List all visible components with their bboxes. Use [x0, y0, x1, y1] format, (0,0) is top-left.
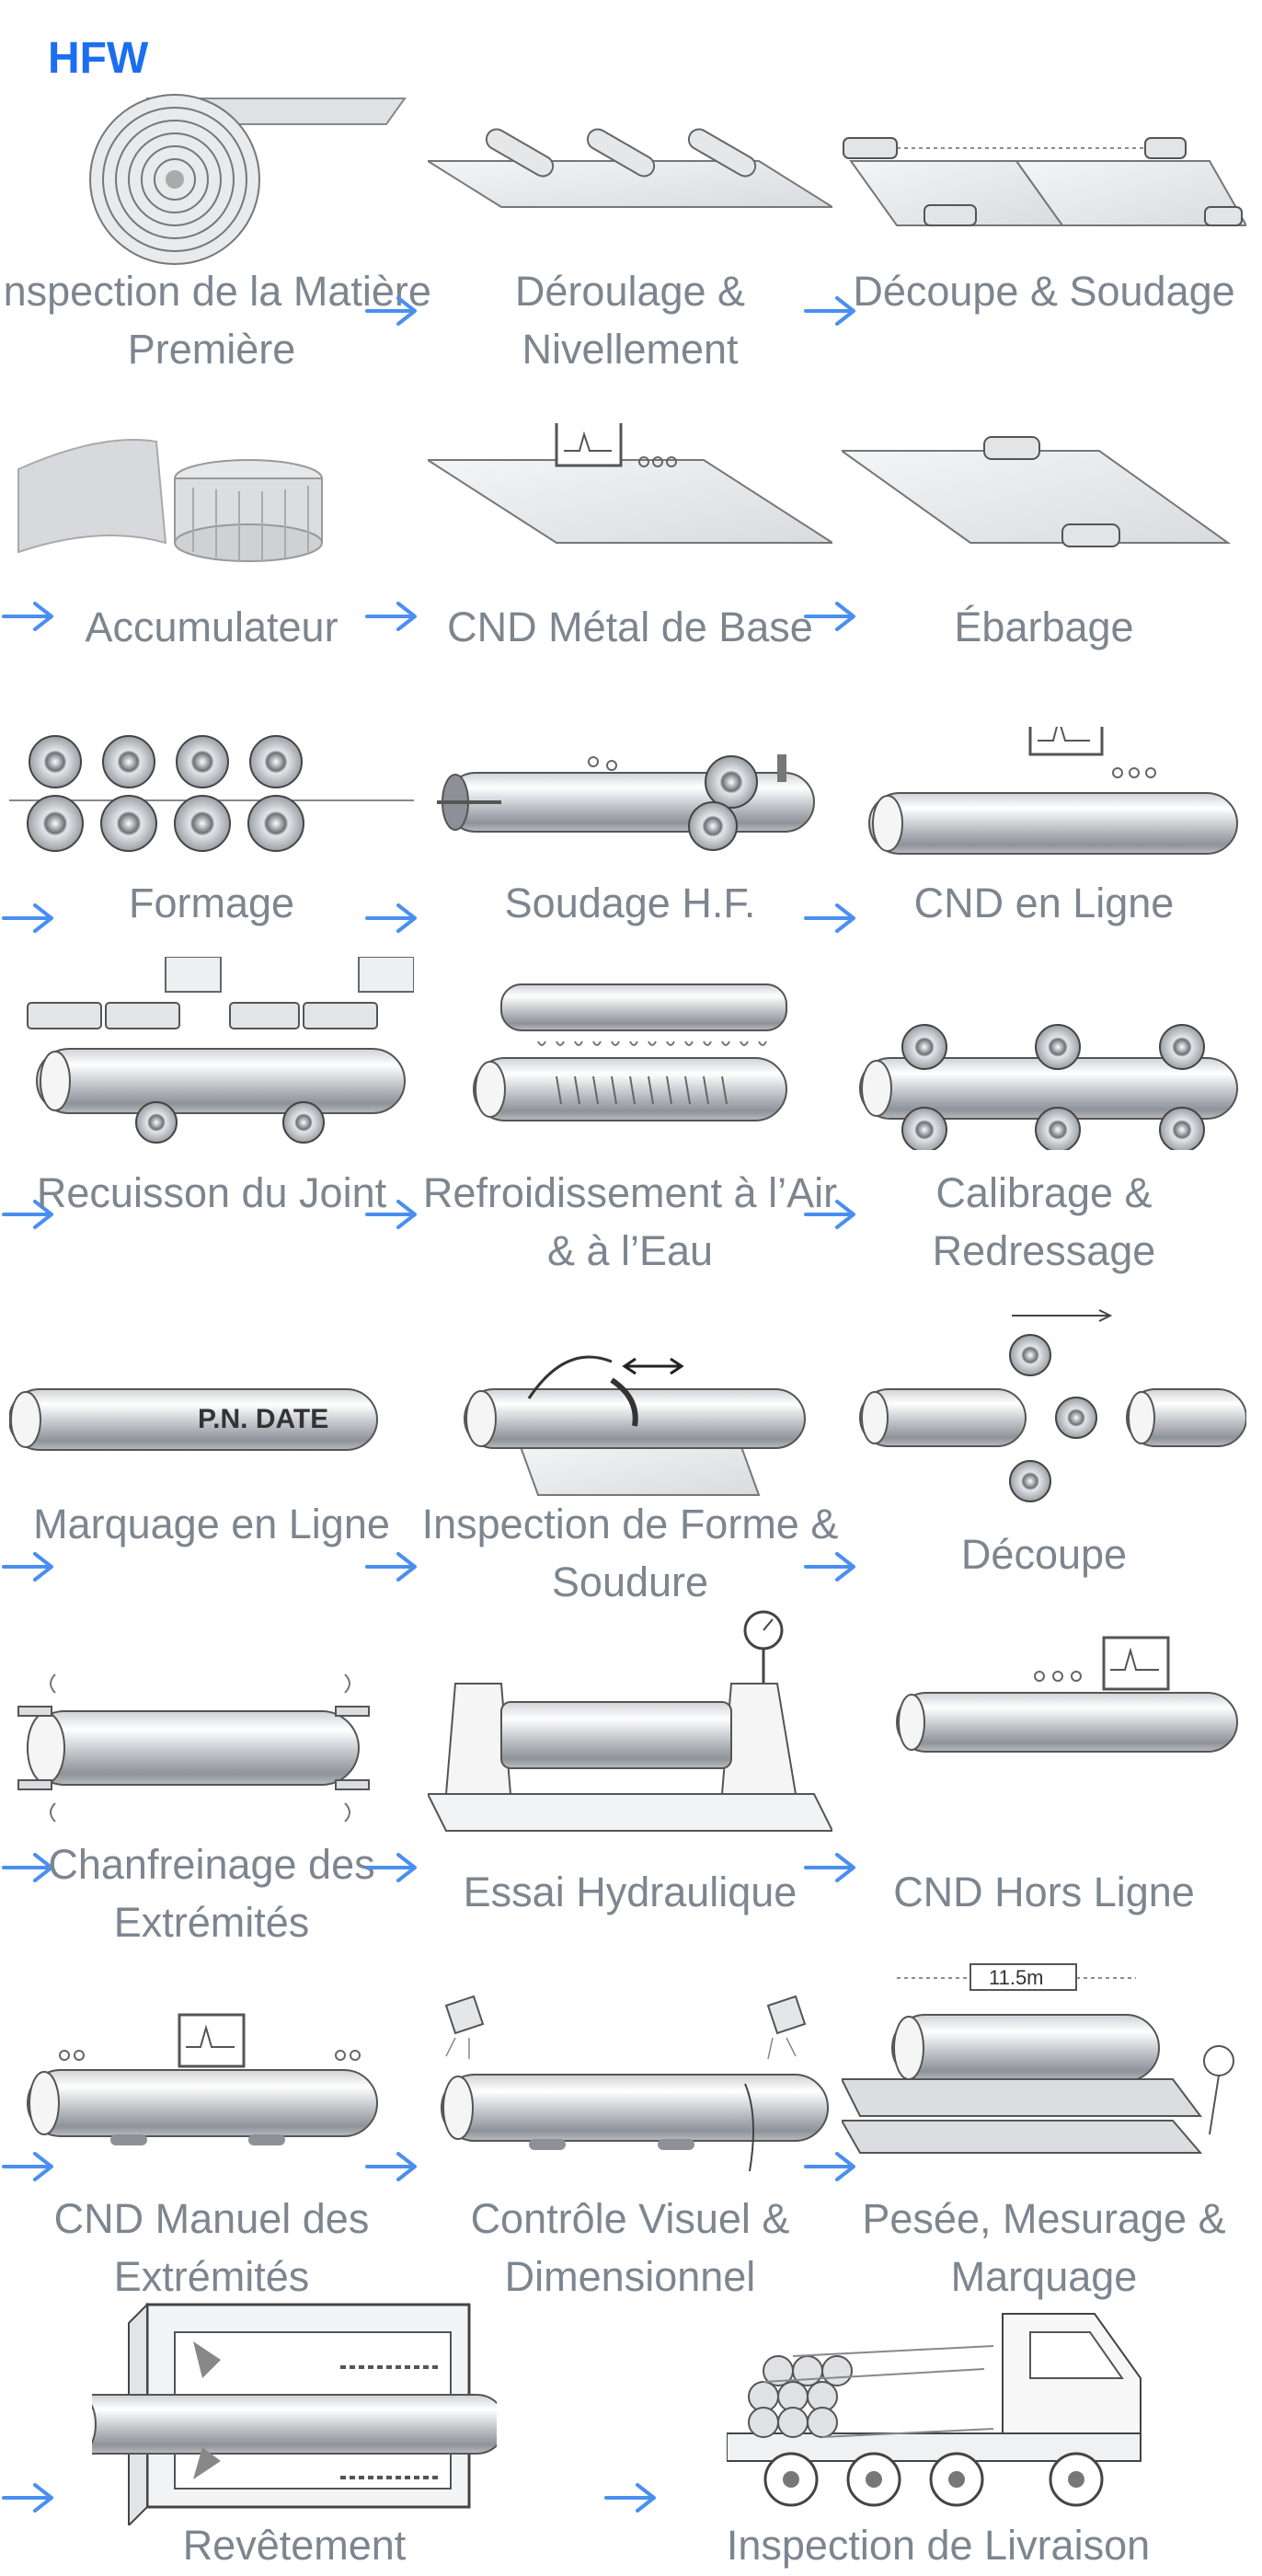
step-label: Ébarbage [954, 604, 1134, 650]
flying-cut-icon [859, 1309, 1246, 1502]
trimming-icon [842, 436, 1232, 547]
flow-arrow-icon [2, 2483, 53, 2513]
air-water-cooling-icon [473, 983, 787, 1121]
flow-arrow-icon [365, 1853, 417, 1882]
step-label: Essai Hydraulique [463, 1869, 797, 1915]
flow-arrow-icon [2, 1200, 53, 1229]
flow-arrow-icon [2, 903, 53, 933]
seam-annealing-icon [27, 957, 414, 1144]
flow-arrow-icon [804, 2152, 855, 2181]
flow-arrow-icon [804, 1200, 855, 1229]
flow-arrow-icon [804, 296, 855, 326]
visual-dimensional-icon [441, 1995, 829, 2172]
flow-arrow-icon [804, 1552, 855, 1581]
flow-arrow-icon [2, 2152, 53, 2181]
offline-ndt-icon [896, 1636, 1238, 1753]
step-label: Inspection de la Matière Première [0, 268, 431, 373]
delivery-truck-icon [727, 2313, 1142, 2507]
weighing-measuring-icon: 11.5m [842, 1963, 1234, 2154]
step-label: Déroulage & Nivellement [514, 268, 746, 373]
step-label: Formage [128, 880, 295, 926]
accumulator-icon [17, 439, 323, 562]
step-label: Soudage H.F. [504, 880, 756, 926]
flow-arrow-icon [2, 1853, 53, 1882]
step-label: Inspection de Forme & Soudure [421, 1501, 839, 1605]
shape-weld-inspection-icon [464, 1355, 806, 1496]
step-label: CND Manuel des Extrémités [53, 2195, 370, 2300]
flow-arrow-icon [365, 903, 417, 933]
steel-coil-icon [89, 94, 407, 265]
length-text: 11.5m [989, 1966, 1044, 1989]
base-metal-ndt-icon [428, 423, 832, 544]
step-label: CND Hors Ligne [893, 1869, 1195, 1915]
end-beveling-icon [17, 1673, 370, 1823]
step-label: Pesée, Mesurage & Marquage [862, 2195, 1226, 2300]
step-label: Découpe [960, 1531, 1128, 1578]
flow-arrow-icon [604, 2483, 656, 2513]
flow-arrow-icon [2, 1552, 53, 1581]
step-label: Recuisson du Joint [36, 1169, 387, 1216]
flow-arrow-icon [365, 1200, 417, 1229]
step-label: Calibrage & Redressage [932, 1169, 1156, 1274]
coating-icon [92, 2302, 497, 2525]
flow-arrow-icon [365, 602, 417, 631]
flow-arrow-icon [2, 602, 53, 631]
hf-welding-icon [437, 754, 815, 851]
step-label: Marquage en Ligne [33, 1501, 390, 1547]
flow-arrow-icon [804, 903, 855, 933]
step-label: Accumulateur [85, 604, 338, 650]
flow-arrow-icon [804, 1853, 855, 1882]
manual-end-ndt-icon [27, 2013, 378, 2145]
step-label: Inspection de Livraison [726, 2522, 1151, 2569]
step-label: Refroidissement à l’Air & à l’Eau [422, 1169, 838, 1274]
flow-arrow-icon [365, 1552, 417, 1581]
online-ndt-icon [868, 727, 1238, 855]
page-title: HFW [48, 34, 149, 83]
flow-arrow-icon [804, 602, 855, 631]
step-label: CND Métal de Base [447, 604, 813, 650]
flow-arrow-icon [365, 296, 417, 326]
step-label: Découpe & Soudage [853, 268, 1235, 315]
uncoiling-leveling-icon [428, 128, 832, 208]
hydrostatic-test-icon [428, 1610, 832, 1832]
forming-rolls-icon [9, 735, 414, 852]
step-label: Chanfreinage des Extrémités [48, 1841, 375, 1946]
flow-arrow-icon [365, 2152, 417, 2181]
step-label: Revêtement [182, 2522, 407, 2569]
step-label: CND en Ligne [913, 880, 1175, 926]
marking-text: P.N. DATE [198, 1404, 328, 1434]
online-marking-icon: P.N. DATE [9, 1388, 378, 1451]
sizing-straightening-icon [859, 1024, 1238, 1150]
cutting-welding-icon [843, 137, 1246, 226]
step-label: Contrôle Visuel & Dimensionnel [470, 2195, 790, 2300]
